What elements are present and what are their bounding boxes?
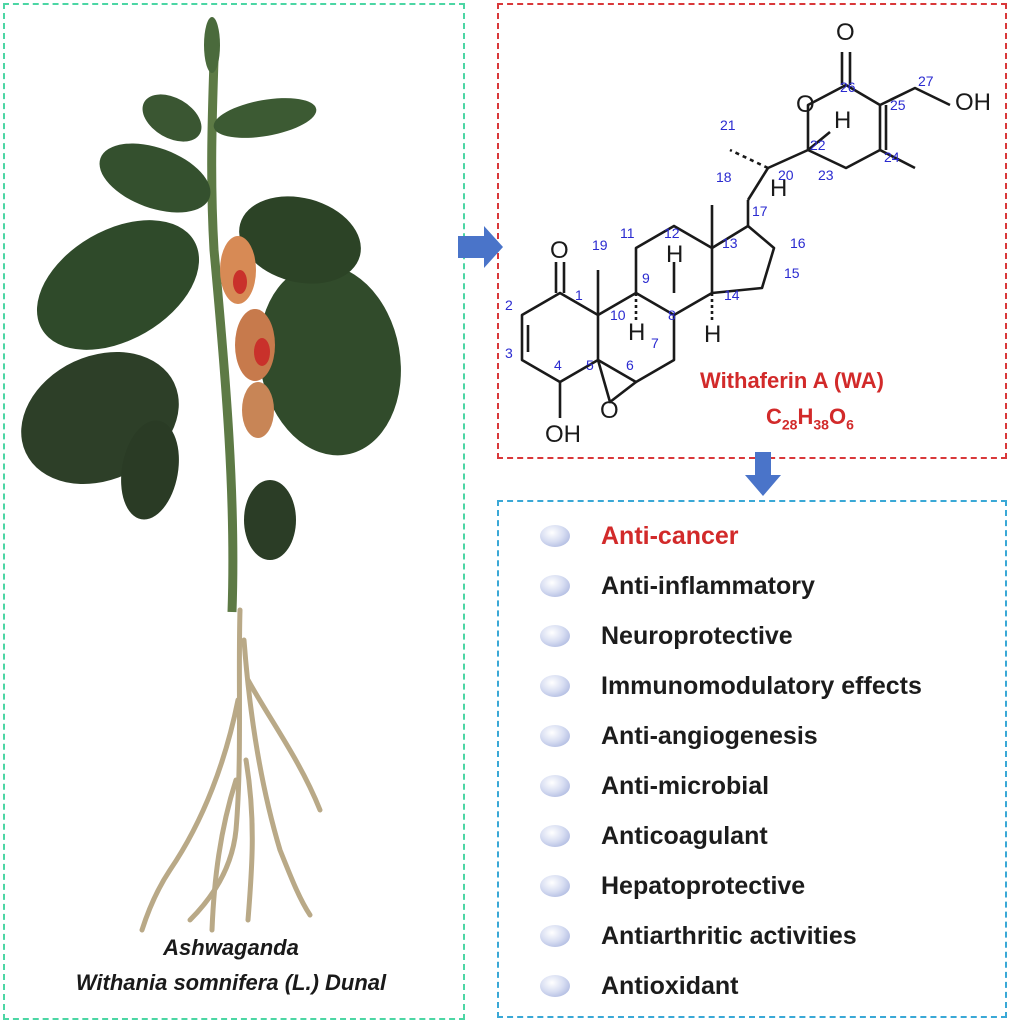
hydroxymethyl-chain — [879, 86, 951, 107]
activity-item: Hepatoprotective — [540, 866, 805, 906]
atom-number: 23 — [818, 167, 834, 183]
plant-roots — [139, 607, 323, 933]
epoxide — [596, 359, 637, 404]
activity-item: Antioxidant — [540, 966, 739, 1006]
atom-h-17: H — [770, 175, 787, 202]
activity-label: Antioxidant — [601, 971, 739, 1000]
activity-item: Anticoagulant — [540, 816, 768, 856]
activity-label: Neuroprotective — [601, 621, 793, 650]
activity-label: Anti-angiogenesis — [601, 721, 818, 750]
ring-b — [597, 291, 676, 384]
bullet-icon — [540, 975, 570, 997]
atom-number: 7 — [651, 335, 659, 351]
plant-common-name: Ashwaganda — [163, 935, 299, 960]
formula-o-count: 6 — [846, 416, 854, 433]
bullet-icon — [540, 725, 570, 747]
atom-number: 17 — [752, 203, 768, 219]
atom-number: 22 — [810, 137, 826, 153]
activity-panel — [497, 500, 1007, 1018]
atom-number: 12 — [664, 225, 680, 241]
formula-h: H — [797, 404, 814, 429]
atom-number: 20 — [778, 167, 794, 183]
lactone-carbonyl — [840, 52, 852, 85]
activity-item: Anti-angiogenesis — [540, 716, 818, 756]
compound-name: Withaferin A (WA) — [700, 368, 884, 393]
activity-label: Hepatoprotective — [601, 871, 806, 900]
atom-number: 1 — [575, 287, 583, 303]
bullet-icon — [540, 825, 570, 847]
atom-number: 9 — [642, 270, 650, 286]
bullet-icon — [540, 525, 570, 547]
atom-number: 5 — [586, 357, 594, 373]
formula-c: C — [766, 404, 782, 429]
atom-number: 21 — [720, 117, 736, 133]
bullet-icon — [540, 875, 570, 897]
atom-number: 16 — [790, 235, 806, 251]
ketone-bond — [554, 262, 566, 293]
activity-item: Immunomodulatory effects — [540, 666, 922, 706]
plant-stem — [207, 59, 238, 613]
atom-number: 27 — [918, 73, 934, 89]
atom-number: 18 — [716, 169, 732, 185]
plant-latin-name: Withania somnifera (L.) Dunal — [75, 970, 387, 995]
plant-leaves — [21, 17, 401, 560]
atom-number: 24 — [884, 149, 900, 165]
atom-h-14: H — [704, 321, 721, 348]
bullet-icon — [540, 675, 570, 697]
activity-item: Anti-cancer — [540, 516, 739, 556]
activity-label: Immunomodulatory effects — [601, 671, 922, 700]
atom-number: 3 — [505, 345, 513, 361]
bullet-icon — [540, 925, 570, 947]
bullet-icon — [540, 575, 570, 597]
methyl-21 — [729, 148, 769, 170]
activity-label: Antiarthritic activities — [601, 921, 857, 950]
atom-o-ketone: O — [550, 237, 569, 264]
activity-item: Anti-microbial — [540, 766, 769, 806]
atom-o-epoxide: O — [600, 397, 619, 424]
atom-number: 26 — [840, 79, 856, 95]
methyl-24 — [879, 148, 916, 170]
formula-h-count: 38 — [813, 416, 829, 433]
atom-number: 15 — [784, 265, 800, 281]
atom-oh-4: OH — [545, 421, 581, 448]
atom-number: 11 — [620, 225, 635, 241]
atom-number: 10 — [610, 307, 626, 323]
formula-o: O — [828, 404, 847, 429]
compound-formula: C28H38O6 — [766, 404, 854, 432]
bullet-icon — [540, 625, 570, 647]
atom-oh-27: OH — [955, 89, 991, 116]
atom-number: 8 — [668, 307, 676, 323]
plant-flowers — [220, 236, 275, 438]
activity-label: Anti-inflammatory — [601, 571, 815, 600]
atom-number: 2 — [505, 297, 513, 313]
plant-panel — [3, 3, 465, 1020]
activity-label: Anti-microbial — [601, 771, 770, 800]
atom-o-carbonyl: O — [836, 19, 855, 46]
formula-c-count: 28 — [781, 416, 798, 433]
activity-label: Anticoagulant — [601, 821, 768, 850]
bullet-icon — [540, 775, 570, 797]
atom-number: 19 — [592, 237, 608, 253]
ring-c — [634, 224, 714, 317]
activity-item: Antiarthritic activities — [540, 916, 857, 956]
atom-number: 4 — [554, 357, 562, 373]
atom-number: 6 — [626, 357, 634, 373]
activity-item: Neuroprotective — [540, 616, 793, 656]
atom-number: 13 — [722, 235, 738, 251]
atom-h-9: H — [628, 319, 645, 346]
atom-number: 14 — [724, 287, 740, 303]
atom-h-22: H — [834, 107, 851, 134]
ring-d — [711, 224, 776, 295]
activity-label: Anti-cancer — [601, 521, 739, 550]
atom-o-lactone: O — [796, 91, 815, 118]
h22-bond — [807, 130, 831, 152]
atom-number: 25 — [890, 97, 906, 113]
activity-item: Anti-inflammatory — [540, 566, 815, 606]
atom-h-8: H — [666, 241, 683, 268]
